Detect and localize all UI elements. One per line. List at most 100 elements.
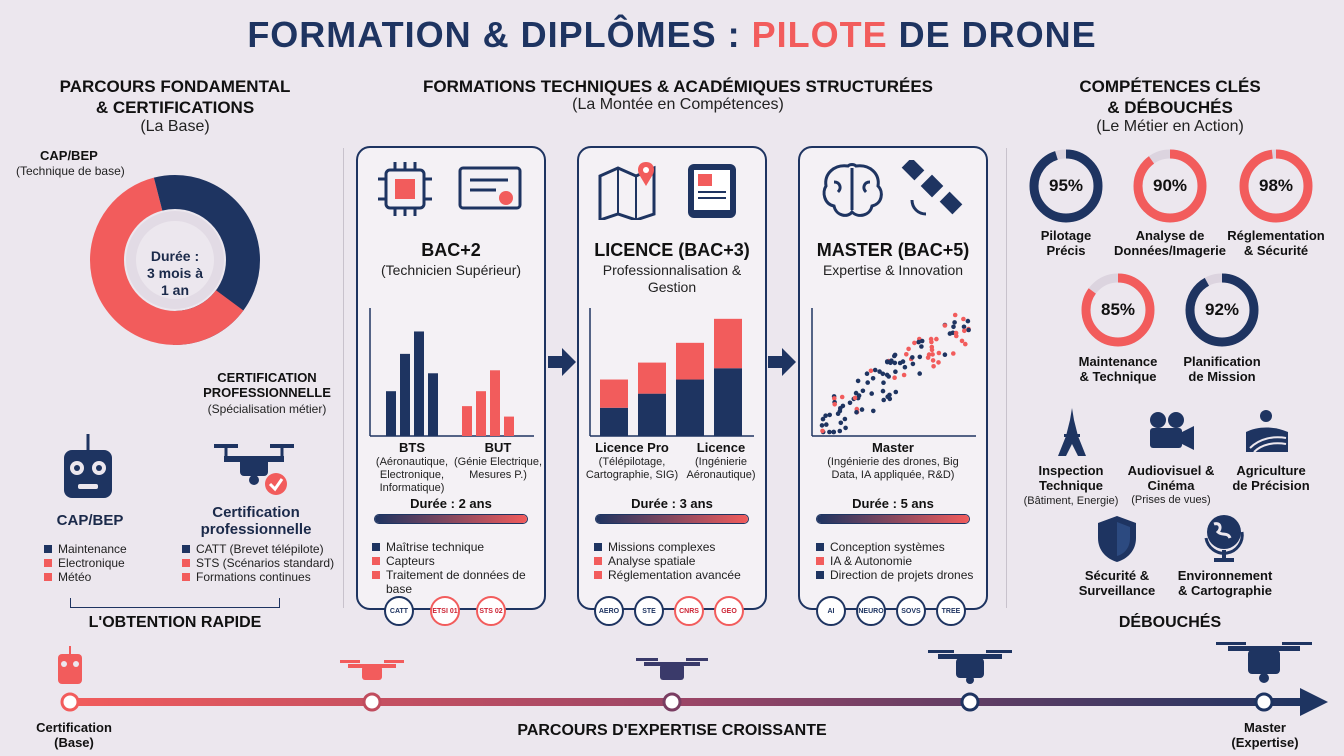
skill-ring bbox=[1239, 149, 1313, 223]
skill-value: 95% bbox=[1048, 176, 1084, 195]
card-master-title: MASTER (BAC+5) bbox=[816, 240, 970, 260]
right-footer: DÉBOUCHÉS bbox=[1118, 614, 1222, 631]
card-licence-duration-bar bbox=[595, 514, 749, 524]
bar bbox=[400, 353, 410, 436]
card-bac2-duration-bar bbox=[374, 514, 528, 524]
card-item: Réglementation avancée bbox=[594, 568, 760, 582]
scatter-point bbox=[820, 416, 826, 422]
left-heading: PARCOURS FONDAMENTAL & CERTIFICATIONS bbox=[59, 77, 291, 117]
bar bbox=[490, 370, 500, 436]
card-bac2-list: Maîtrise technique Capteurs Traitement d… bbox=[372, 540, 538, 596]
scatter-point bbox=[965, 318, 971, 324]
card-master-duration: Durée : 5 ans bbox=[852, 496, 934, 511]
donut-red-arc bbox=[90, 175, 260, 345]
timeline-end-label: Master (Expertise) bbox=[1231, 720, 1299, 750]
card-item: Conception systèmes bbox=[816, 540, 982, 554]
scatter-point bbox=[820, 428, 825, 434]
skill-value: 92% bbox=[1204, 300, 1240, 319]
card-master-icons bbox=[822, 160, 963, 217]
skill-label: Pilotage Précis bbox=[1040, 228, 1092, 258]
skill-value: 98% bbox=[1258, 176, 1294, 195]
job-sub: (Prises de vues) bbox=[1131, 494, 1211, 506]
card-item: Direction de projets drones bbox=[816, 568, 982, 582]
stacked-bar-navy bbox=[714, 368, 742, 436]
scatter-point bbox=[901, 372, 907, 378]
scatter-point bbox=[864, 371, 870, 376]
scatter-point bbox=[919, 338, 925, 344]
duration-donut-chart bbox=[90, 175, 260, 345]
timeline-middle-label: PARCOURS D'EXPERTISE CROISSANTE bbox=[517, 722, 827, 739]
satellite-icon bbox=[901, 160, 963, 216]
stacked-bar-red bbox=[600, 379, 628, 408]
card-master-duration-bar bbox=[816, 514, 970, 524]
card-licence-icons bbox=[598, 162, 736, 220]
but-desc: (Génie Electrique, Mesures P.) bbox=[453, 456, 543, 481]
donut-inner-ring bbox=[126, 211, 224, 309]
card-master-badges: AI NEURO SOVS TREE bbox=[816, 596, 966, 626]
movie-camera-icon bbox=[1150, 412, 1194, 450]
chip-icon bbox=[378, 162, 432, 216]
skill-value: 85% bbox=[1100, 300, 1136, 319]
licence-pro-label: Licence Pro bbox=[595, 440, 669, 455]
scatter-point bbox=[880, 371, 886, 377]
stacked-bar-red bbox=[676, 342, 704, 380]
title-part-2: PILOTE bbox=[751, 14, 888, 55]
card-licence-badges: AERO STE CNRS GEO bbox=[594, 596, 744, 626]
timeline-start-label: Certification (Base) bbox=[36, 720, 112, 750]
skill-ring-arc bbox=[1239, 149, 1313, 223]
skill-ring-arc bbox=[1029, 149, 1103, 223]
job-title: Inspection Technique bbox=[1038, 463, 1104, 493]
scatter-point bbox=[865, 380, 870, 385]
badge: TREE bbox=[936, 596, 966, 626]
duration-fill bbox=[375, 515, 527, 523]
scatter-point bbox=[947, 331, 953, 336]
scatter-point bbox=[837, 428, 843, 434]
card-item: Maîtrise technique bbox=[372, 540, 538, 554]
skill-ring-arc bbox=[1185, 273, 1259, 347]
bar bbox=[462, 406, 472, 436]
skill-ring bbox=[1133, 149, 1207, 223]
scatter-point bbox=[884, 372, 890, 378]
scatter-point bbox=[929, 339, 934, 345]
donut-center-text: Durée : 3 mois à 1 an bbox=[146, 248, 204, 298]
page-title: FORMATION & DIPLÔMES : PILOTE DE DRONE bbox=[0, 14, 1344, 56]
card-item: Analyse spatiale bbox=[594, 554, 760, 568]
scatter-point bbox=[963, 341, 968, 347]
scatter-point bbox=[832, 396, 837, 401]
agriculture-icon bbox=[1246, 410, 1288, 453]
scatter-point bbox=[929, 347, 935, 353]
drone-icon bbox=[636, 658, 708, 680]
scatter-point bbox=[904, 352, 909, 357]
scatter-point bbox=[954, 333, 959, 339]
scatter-point bbox=[916, 339, 921, 345]
skill-label: Planification de Mission bbox=[1183, 354, 1261, 384]
scatter-point bbox=[893, 389, 899, 395]
skill-ring-arc bbox=[1133, 149, 1207, 223]
card-master-scatter-chart bbox=[811, 308, 976, 437]
scatter-point bbox=[860, 388, 866, 394]
scatter-point bbox=[961, 316, 966, 322]
scatter-point bbox=[936, 360, 941, 365]
skill-ring-arc bbox=[1081, 273, 1155, 347]
job-title: Sécurité & Surveillance bbox=[1078, 568, 1156, 598]
scatter-point bbox=[952, 320, 957, 325]
skill-value: 90% bbox=[1152, 176, 1188, 195]
scatter-point bbox=[859, 407, 865, 412]
scatter-point bbox=[919, 344, 924, 349]
timeline-node bbox=[1254, 692, 1274, 712]
skill-ring bbox=[1029, 149, 1103, 223]
scatter-point bbox=[931, 364, 936, 369]
stacked-bar-navy bbox=[600, 407, 628, 436]
job-title: Audiovisuel & Cinéma bbox=[1127, 463, 1215, 493]
scatter-point bbox=[819, 423, 825, 428]
timeline-node bbox=[60, 692, 80, 712]
scatter-point bbox=[827, 412, 832, 418]
cap-title: CAP/BEP bbox=[56, 512, 124, 529]
scatter-point bbox=[872, 367, 878, 373]
card-bac2-bar-chart bbox=[369, 308, 534, 437]
remote-controller-icon bbox=[58, 646, 82, 684]
skill-label: Maintenance & Technique bbox=[1078, 354, 1158, 384]
cap-item: Electronique bbox=[44, 556, 127, 570]
badge: CATT bbox=[384, 596, 414, 626]
bracket bbox=[70, 598, 280, 608]
